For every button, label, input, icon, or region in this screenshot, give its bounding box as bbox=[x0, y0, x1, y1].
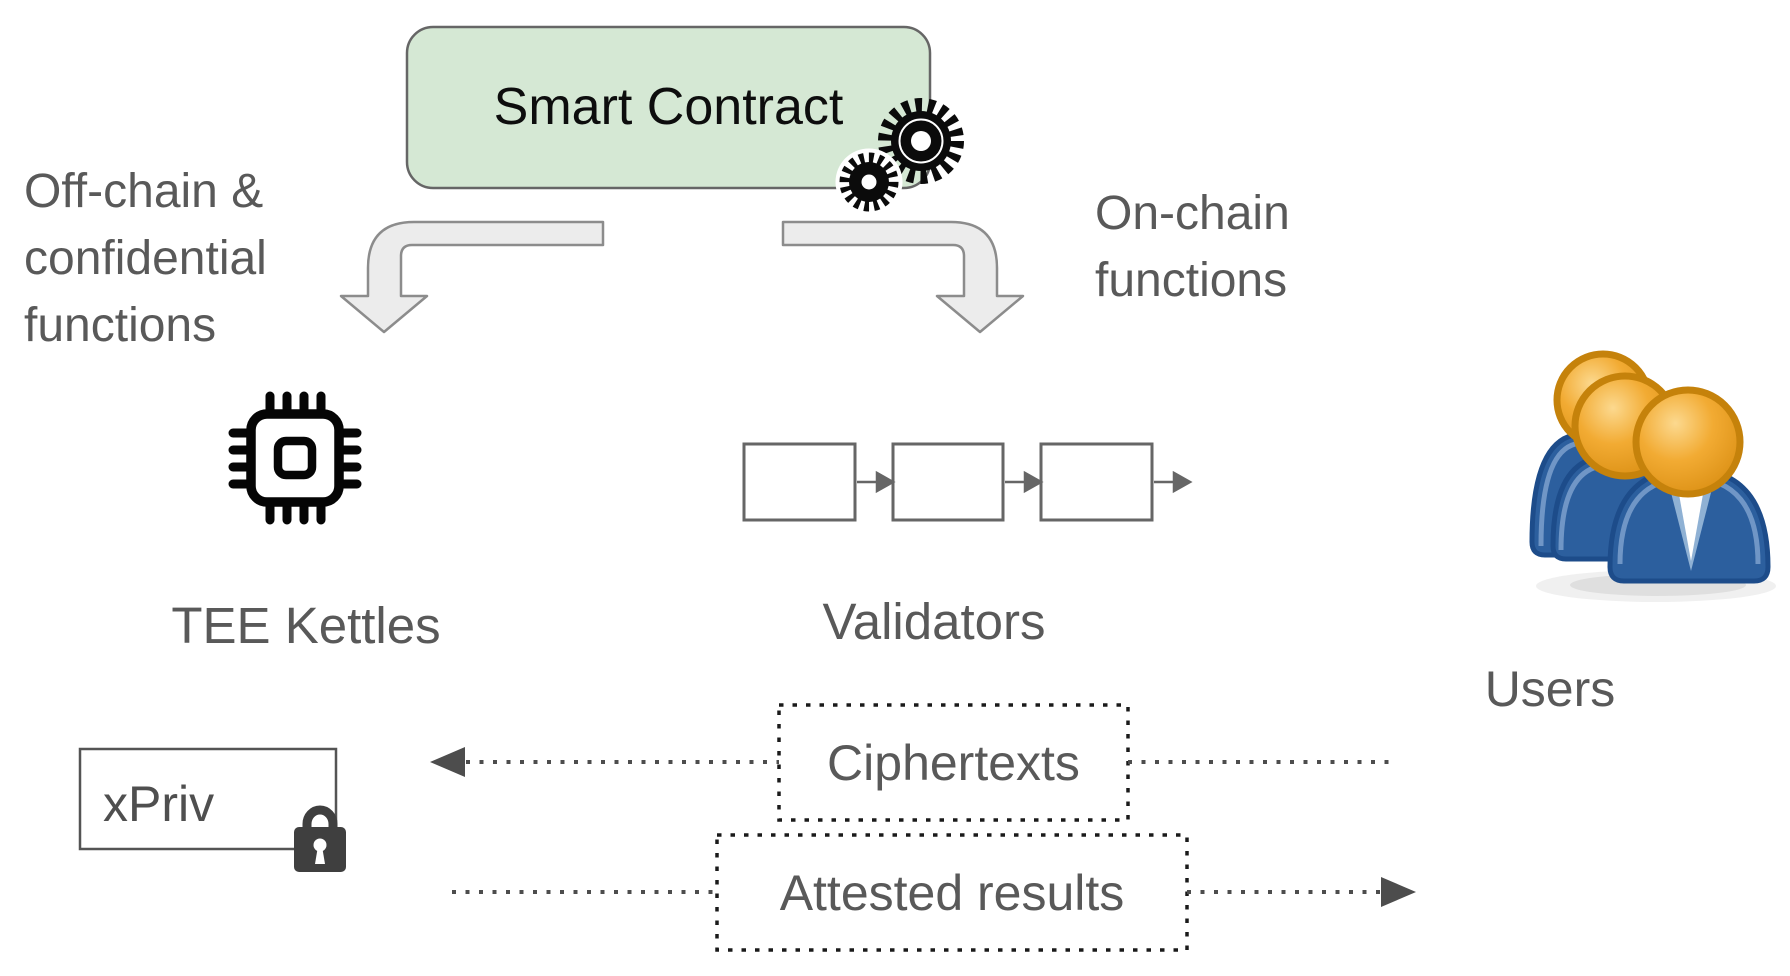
onchain-bent-arrow bbox=[781, 220, 1025, 334]
validators-label: Validators bbox=[822, 593, 1046, 650]
block-3 bbox=[1039, 442, 1154, 522]
smart-contract-label: Smart Contract bbox=[493, 78, 844, 137]
offchain-functions-label: Off-chain & confidential functions bbox=[24, 158, 267, 359]
onchain-functions-label: On-chain functions bbox=[1095, 180, 1290, 314]
padlock-icon bbox=[294, 805, 346, 872]
block-link-arrows bbox=[857, 470, 1193, 494]
block-2 bbox=[891, 442, 1005, 522]
cpu-chip-icon bbox=[228, 391, 362, 525]
onchain-line-2: functions bbox=[1095, 254, 1288, 307]
offchain-line-2: confidential bbox=[24, 232, 267, 285]
offchain-bent-arrow bbox=[339, 220, 605, 334]
attested-results-label: Attested results bbox=[779, 864, 1125, 921]
onchain-line-1: On-chain bbox=[1095, 187, 1290, 240]
offchain-line-1: Off-chain & bbox=[24, 165, 264, 218]
user-group-icon bbox=[1529, 350, 1776, 602]
blockchain-blocks bbox=[742, 442, 1193, 522]
offchain-line-3: functions bbox=[24, 299, 217, 352]
xpriv-label: xPriv bbox=[103, 776, 215, 832]
tee-kettles-label: TEE Kettles bbox=[171, 597, 441, 654]
block-1 bbox=[742, 442, 857, 522]
users-label: Users bbox=[1484, 661, 1616, 717]
ciphertexts-label: Ciphertexts bbox=[827, 734, 1080, 791]
